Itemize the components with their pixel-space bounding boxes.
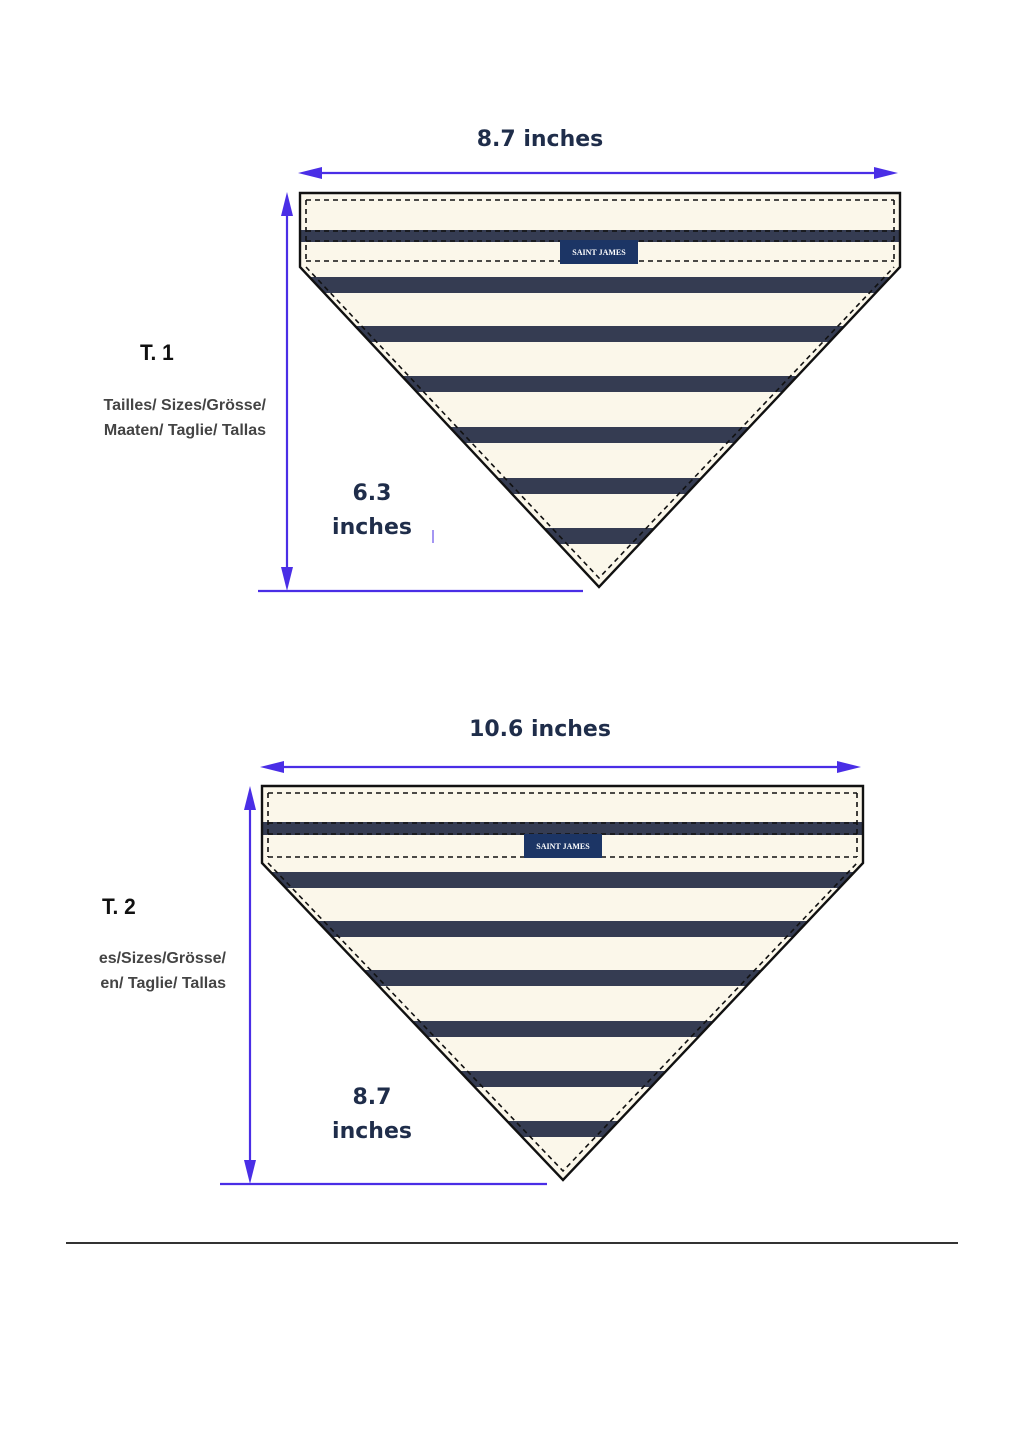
height-value: 6.3 bbox=[352, 481, 392, 506]
brand-text: SAINT JAMES bbox=[536, 842, 590, 851]
bottom-divider bbox=[66, 1242, 958, 1244]
bandana-t2-svg: SAINT JAMES bbox=[220, 761, 865, 1186]
height-arrow bbox=[258, 192, 583, 593]
size-words-line-2: Maaten/ Taglie/ Tallas bbox=[103, 422, 266, 439]
size-words: Tailles/ Sizes/Grösse/ Maaten/ Taglie/ T… bbox=[64, 393, 266, 443]
height-label: 6.3 inches bbox=[322, 477, 422, 545]
size-t1-diagram: 8.7 inches T. 1 Tailles/ Sizes/Grösse/ M… bbox=[0, 110, 1024, 670]
size-t2-diagram: 10.6 inches T. 2 es/Sizes/Grösse/ en/ Ta… bbox=[0, 700, 1024, 1260]
width-arrow bbox=[260, 761, 861, 773]
height-unit: inches bbox=[332, 1119, 412, 1144]
brand-label: SAINT JAMES bbox=[524, 834, 602, 858]
size-code: T. 2 bbox=[102, 894, 136, 919]
size-code: T. 1 bbox=[140, 340, 174, 365]
size-words: es/Sizes/Grösse/ en/ Taglie/ Tallas bbox=[66, 946, 226, 996]
height-label: 8.7 inches bbox=[322, 1081, 422, 1149]
brand-label: SAINT JAMES bbox=[560, 240, 638, 264]
width-label: 8.7 inches bbox=[476, 127, 604, 152]
height-unit: inches bbox=[332, 515, 412, 540]
height-value: 8.7 bbox=[352, 1085, 392, 1110]
bandana-t1: SAINT JAMES bbox=[298, 191, 902, 589]
brand-text: SAINT JAMES bbox=[572, 248, 626, 257]
width-label: 10.6 inches bbox=[469, 717, 611, 742]
size-words-line-2: en/ Taglie/ Tallas bbox=[100, 975, 226, 992]
size-words-line-1: es/Sizes/Grösse/ bbox=[98, 950, 226, 967]
bandana-t1-svg: SAINT JAMES bbox=[258, 167, 902, 593]
height-arrow bbox=[220, 786, 547, 1186]
size-words-line-1: Tailles/ Sizes/Grösse/ bbox=[103, 397, 266, 414]
bandana-t2: SAINT JAMES bbox=[260, 784, 865, 1182]
width-arrow bbox=[298, 167, 898, 179]
